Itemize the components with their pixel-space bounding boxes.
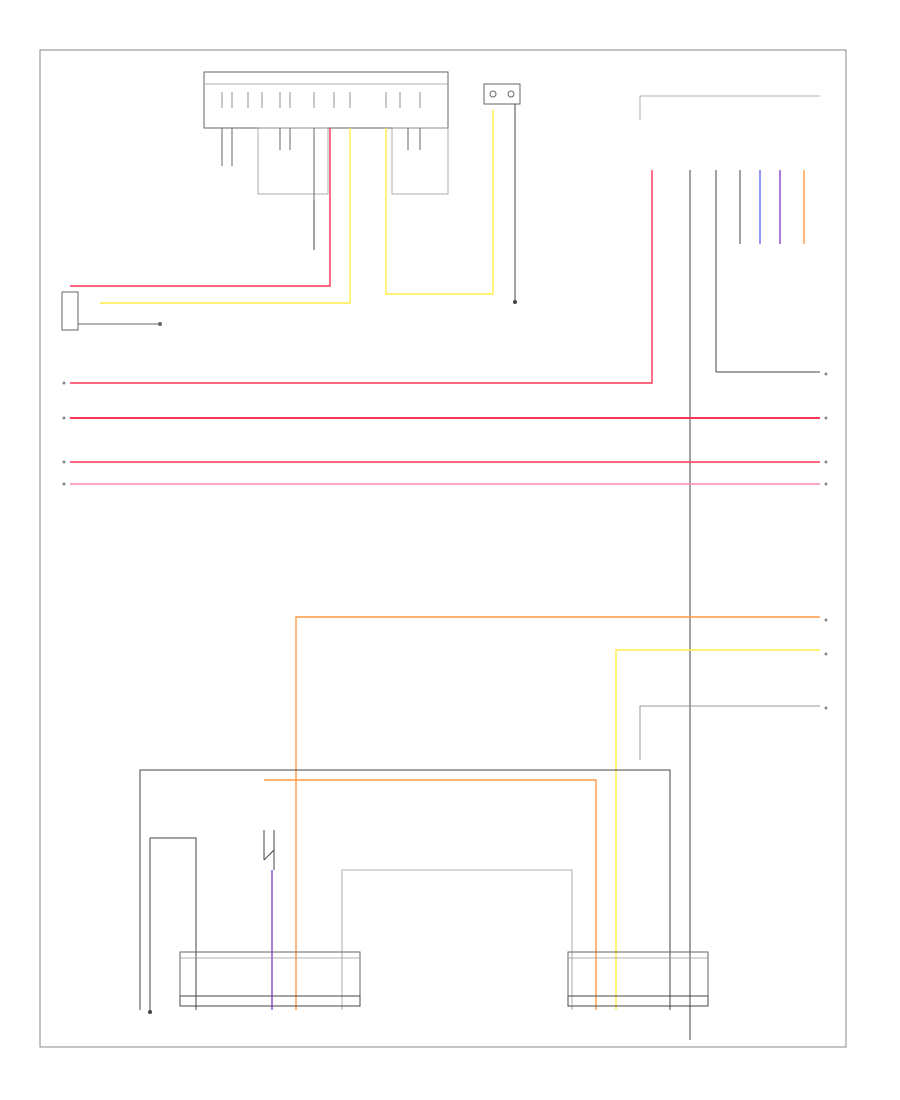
black-wire-left-branch (150, 837, 197, 1010)
left-connector (61, 291, 162, 331)
switch-left (263, 830, 275, 870)
module-bottom-right (567, 951, 709, 1007)
sensor-top (483, 83, 521, 105)
wire-terminals-left (62, 381, 66, 486)
gray-wire-inner (341, 869, 573, 1010)
orange-wire-bottom (295, 616, 820, 1010)
diagram-frame (39, 49, 847, 1048)
red-wire-junction (70, 128, 331, 287)
red-wire-module (70, 170, 653, 384)
junction-sub-block-1 (257, 127, 329, 195)
orange-wire-cross (264, 779, 597, 1010)
yellow-wire-junction-1 (100, 128, 351, 304)
module-bottom-left (179, 951, 361, 1007)
wire-terminals-right (824, 372, 828, 710)
junction-block (203, 71, 449, 129)
yellow-wire-junction-2 (385, 110, 494, 295)
gray-wire-bottom (639, 705, 820, 760)
ground-point-sensor (513, 300, 517, 304)
black-wire-bottom-frame (139, 769, 671, 1010)
yellow-wire-bottom (615, 649, 820, 1010)
control-module-top-right (639, 95, 820, 120)
ground-point-left (148, 1010, 152, 1014)
